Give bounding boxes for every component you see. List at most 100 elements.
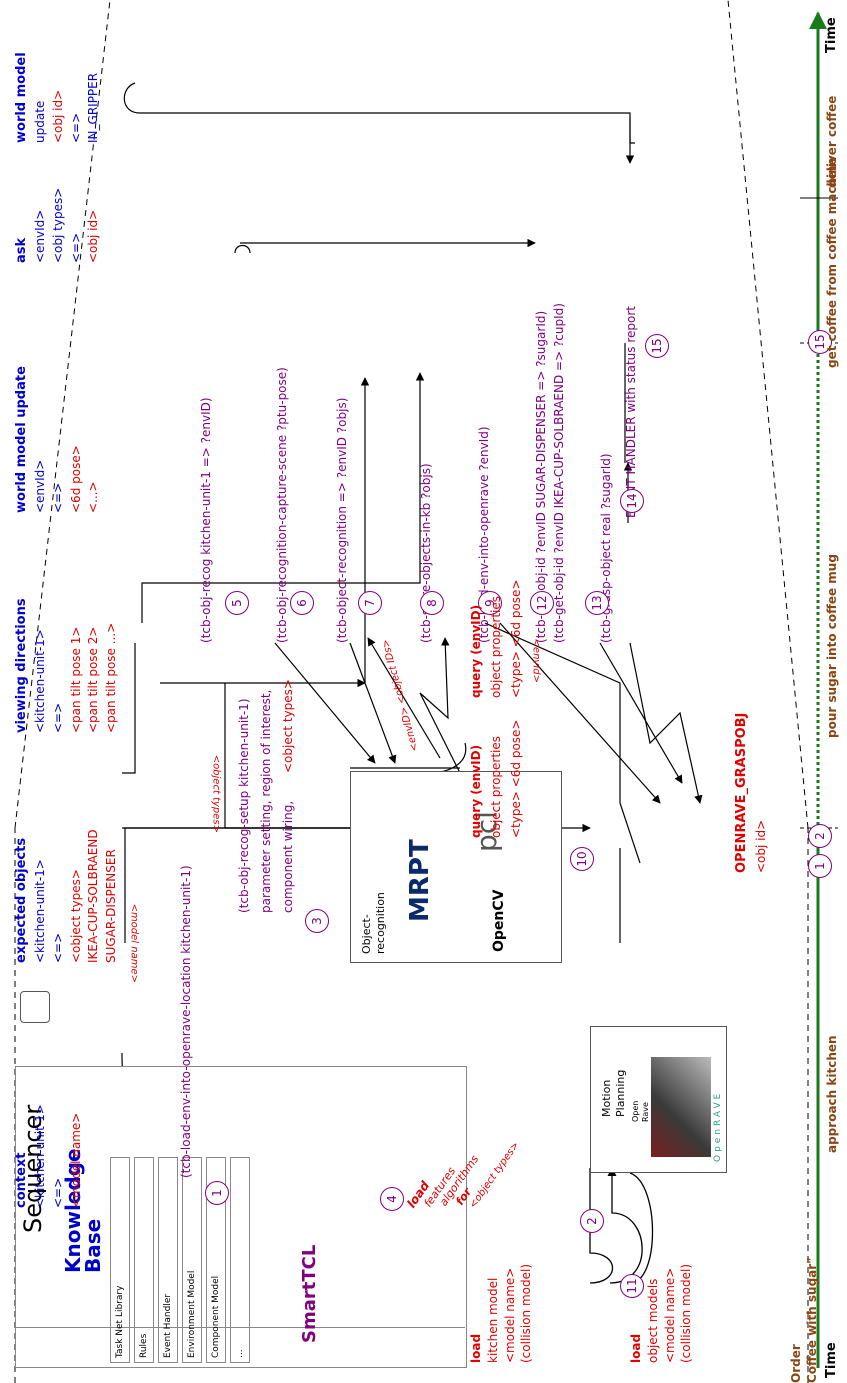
column-header: viewing directions bbox=[15, 598, 30, 733]
arrow-label-object-types: <object types> bbox=[210, 755, 222, 833]
column-line: <...> bbox=[87, 366, 101, 513]
motion-sub-2: Rave bbox=[641, 1102, 650, 1122]
column-header: expected objects bbox=[15, 829, 30, 963]
column-line: <=> bbox=[52, 366, 66, 513]
step-4-marker: 4 bbox=[380, 1187, 404, 1211]
cmd-1: (tcb-load-env-into-openrave-location kit… bbox=[180, 865, 194, 1178]
column-line: <=> bbox=[70, 188, 84, 263]
column-line: IN_GRIPPER bbox=[87, 52, 101, 143]
cmd-3-3b: <object types> bbox=[282, 679, 296, 773]
order-text: Coffee with sugar" bbox=[806, 1258, 820, 1383]
time-label-right: Time bbox=[825, 17, 840, 53]
motion-title-2: Planning bbox=[615, 1070, 628, 1117]
column-line: update bbox=[34, 52, 48, 143]
openrave-scene-image bbox=[651, 1057, 711, 1157]
step-5-marker: 5 bbox=[225, 591, 249, 615]
column-line: <model name> bbox=[70, 1104, 84, 1208]
query-block-2: query (envID) object properties <type> <… bbox=[470, 580, 523, 699]
load-line: <model name> bbox=[664, 1264, 678, 1363]
query-1-l2: <type> <6d pose> bbox=[510, 720, 524, 839]
timeline-marker-1: 1 bbox=[808, 854, 832, 878]
query-2-title: query (envID) bbox=[470, 580, 484, 699]
smarttcl-label: SmartTCL bbox=[300, 1245, 321, 1343]
mrpt-logo: MRPT bbox=[406, 839, 436, 922]
load-line: (collision model) bbox=[520, 1264, 534, 1363]
motion-planning-box: Motion Planning Open Rave OpenRAVE bbox=[590, 1026, 727, 1173]
query-1-title: query (envID) bbox=[470, 720, 484, 839]
order-label: Order bbox=[790, 1344, 804, 1383]
arrow-label-envid: <envId> bbox=[530, 639, 542, 683]
query-block-1: query (envID) object properties <type> <… bbox=[470, 720, 523, 839]
query-1-l1: object properties bbox=[490, 720, 504, 839]
objrec-title-1: Object- bbox=[361, 914, 374, 954]
kb-item: Environment Model bbox=[182, 1157, 202, 1363]
step-8-marker: 8 bbox=[420, 591, 444, 615]
step-1-marker: 1 bbox=[205, 1181, 229, 1205]
info-column: world model update<envId><=><6d pose><..… bbox=[15, 366, 101, 513]
column-line: <kitchen-unit-1> bbox=[34, 829, 48, 963]
info-column: context<kitchen-unit-1><=><model name> bbox=[15, 1104, 83, 1208]
load-line: <model name> bbox=[504, 1264, 518, 1363]
column-line: <obj types> bbox=[52, 188, 66, 263]
column-line: <=> bbox=[70, 52, 84, 143]
motion-title-1: Motion bbox=[601, 1080, 614, 1117]
cmd-6: (tcb-obj-recognition-capture-scene ?ptu-… bbox=[276, 367, 290, 643]
query-2-l2: <type> <6d pose> bbox=[510, 580, 524, 699]
phase-approach-kitchen: approach kitchen bbox=[826, 1035, 840, 1153]
column-line: SUGAR-DISPENSER bbox=[105, 829, 119, 963]
cmd-13: (tcb-grasp-object real ?sugarId) bbox=[600, 453, 614, 643]
motion-sub-1: Open bbox=[631, 1101, 640, 1122]
step-12-marker: 12 bbox=[530, 591, 554, 615]
cmd-8: (tcb-store-objects-in-kb ?objs) bbox=[420, 463, 434, 643]
time-label-left: Time bbox=[825, 1342, 840, 1378]
step-10-marker: 10 bbox=[570, 847, 594, 871]
load-line: object models bbox=[647, 1264, 661, 1363]
kb-item: ... bbox=[230, 1157, 250, 1363]
column-line: <pan tilt pose 2> bbox=[87, 598, 101, 733]
object-recognition-box: Object- recognition MRPT OpenCV pcl bbox=[350, 771, 562, 963]
column-line: <obj id> bbox=[52, 52, 66, 143]
cmd-3-2: parameter setting, region of interest, bbox=[260, 690, 274, 913]
column-line: <kitchen-unit-1> bbox=[34, 1104, 48, 1208]
phase-get-coffee: get coffee from coffee machine bbox=[826, 157, 840, 368]
column-header: context bbox=[15, 1104, 30, 1208]
step-13-marker: 13 bbox=[585, 591, 609, 615]
sequencer-puzzle-icon bbox=[20, 991, 50, 1023]
step-6-marker: 6 bbox=[290, 591, 314, 615]
query-2-l1: object properties bbox=[490, 580, 504, 699]
cmd-3-1: (tcb-obj-recog-setup kitchen-unit-1) bbox=[238, 699, 252, 914]
load-label: load bbox=[470, 1264, 484, 1363]
load-line: (collision model) bbox=[680, 1264, 694, 1363]
phase-deliver-coffee: deliver coffee bbox=[826, 96, 840, 188]
column-line: IKEA-CUP-SOLBRAEND bbox=[87, 829, 101, 963]
load-line: kitchen model bbox=[487, 1264, 501, 1363]
kb-title-2: Base bbox=[82, 1219, 105, 1273]
column-header: ask bbox=[15, 188, 30, 263]
openrave-logo: OpenRAVE bbox=[713, 1091, 723, 1162]
column-line: <envId> bbox=[34, 188, 48, 263]
step-14-marker: 14 bbox=[620, 489, 644, 513]
column-line: <obj id> bbox=[87, 188, 101, 263]
column-line: <pan tilt pose 1> bbox=[70, 598, 84, 733]
grasp-title: OPENRAVE_GRASPOBJ bbox=[735, 713, 750, 873]
kb-item: Task Net Library bbox=[110, 1157, 130, 1363]
step-7-marker: 7 bbox=[358, 591, 382, 615]
opencv-logo: OpenCV bbox=[491, 890, 507, 953]
kb-item: Event Handler bbox=[158, 1157, 178, 1363]
info-column: viewing directions <kitchen-unit-1> <=> <pa… bbox=[15, 598, 119, 733]
column-line: <=> bbox=[52, 598, 66, 733]
column-line: <envId> bbox=[34, 366, 48, 513]
column-line: <kitchen-unit-1> bbox=[34, 598, 48, 733]
column-line: <object types> bbox=[70, 829, 84, 963]
timeline-marker-2: 2 bbox=[808, 824, 832, 848]
grasp-sub: <obj id> bbox=[755, 820, 769, 873]
arrow-label-model-name: <model name> bbox=[128, 904, 140, 983]
phase-pour-sugar: pour sugar into coffee mug bbox=[826, 554, 840, 738]
cmd-7: (tcb-object-recognition => ?envID ?objs) bbox=[336, 398, 350, 643]
cmd-3-3: component wiring, bbox=[282, 801, 296, 913]
cmd-5: (tcb-obj-recog kitchen-unit-1 => ?envID) bbox=[200, 397, 214, 643]
cmd-12-2: (tcb-get-obj-id ?envID IKEA-CUP-SOLBRAEN… bbox=[553, 303, 567, 643]
